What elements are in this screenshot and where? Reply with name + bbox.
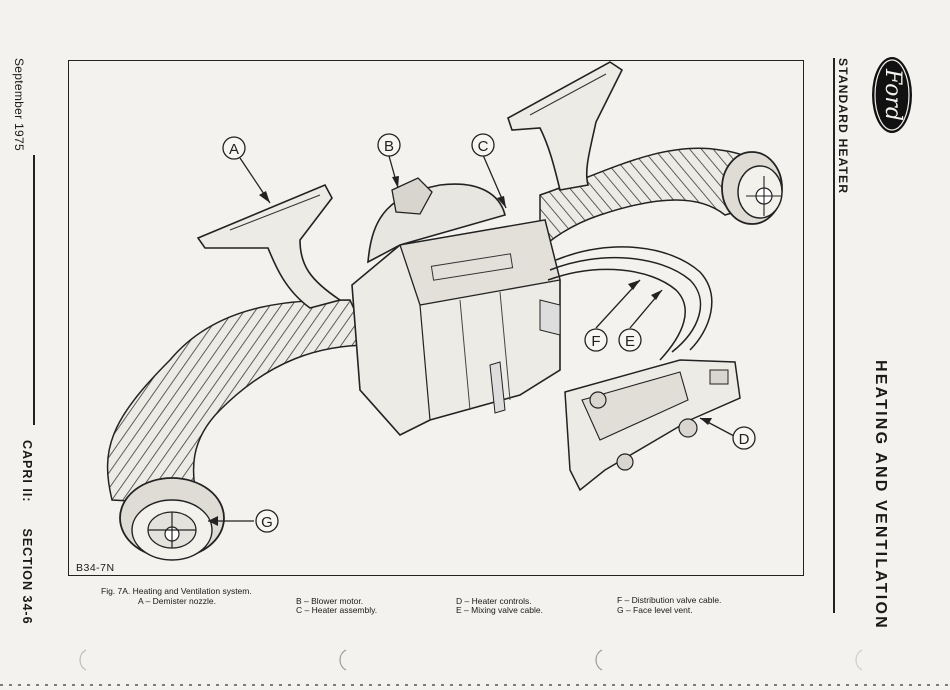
publication-label: CAPRI II: xyxy=(20,440,34,503)
callout-d-label: D xyxy=(739,431,750,448)
left-margin-rule xyxy=(33,155,35,425)
blower-motor xyxy=(367,177,506,264)
caption-item-g: G – Face level vent. xyxy=(617,605,693,615)
callout-c: C xyxy=(471,133,495,157)
section-label: CAPRI II: SECTION 34-6 xyxy=(20,440,34,651)
caption-title: Fig. 7A. Heating and Ventilation system. xyxy=(101,586,252,596)
callout-f-label: F xyxy=(591,333,600,350)
figure-frame xyxy=(68,60,804,576)
callout-g: G xyxy=(255,509,279,533)
punch-mark-4 xyxy=(855,649,863,671)
callout-e: E xyxy=(618,328,642,352)
punch-mark-2 xyxy=(339,649,347,671)
caption-item-d: D – Heater controls. xyxy=(456,596,532,606)
face-level-vent-right xyxy=(721,151,783,225)
caption-item-e: E – Mixing valve cable. xyxy=(456,605,543,615)
figure-id: B34-7N xyxy=(76,562,115,574)
right-margin-rule xyxy=(833,58,835,613)
heater-assembly xyxy=(351,219,561,436)
heating-system-illustration: A B C F E D G xyxy=(106,61,783,561)
caption-item-b: B – Blower motor. xyxy=(296,596,364,606)
callout-b-label: B xyxy=(384,138,394,155)
caption-item-c: C – Heater assembly. xyxy=(296,605,378,615)
date-label: September 1975 xyxy=(12,58,26,151)
callout-a-label: A xyxy=(229,141,239,158)
caption-item-a: A – Demister nozzle. xyxy=(138,596,216,606)
leader-arrowheads xyxy=(208,176,712,526)
callout-d: D xyxy=(732,426,756,450)
demister-nozzle-right xyxy=(507,61,624,191)
callout-c-label: C xyxy=(478,138,489,155)
chapter-title: HEATING AND VENTILATION xyxy=(872,360,889,630)
heater-controls xyxy=(564,359,741,492)
ford-logo-text: Ford xyxy=(880,68,905,121)
callout-g-label: G xyxy=(261,514,273,531)
callout-a: A xyxy=(222,136,246,160)
callout-b: B xyxy=(377,133,401,157)
punch-mark-1 xyxy=(79,649,87,671)
control-cables xyxy=(547,246,713,361)
subtitle-label: STANDARD HEATER xyxy=(836,58,850,195)
punch-mark-3 xyxy=(595,649,603,671)
face-level-vent-left xyxy=(119,477,225,561)
callout-f: F xyxy=(584,328,608,352)
page-bottom-edge xyxy=(0,684,950,686)
left-air-hose xyxy=(106,299,372,506)
ford-logo: Ford xyxy=(872,57,912,133)
section-number-label: SECTION 34-6 xyxy=(20,528,34,625)
callout-e-label: E xyxy=(625,333,635,350)
demister-nozzle-left xyxy=(196,183,342,309)
caption-item-f: F – Distribution valve cable. xyxy=(617,595,722,605)
